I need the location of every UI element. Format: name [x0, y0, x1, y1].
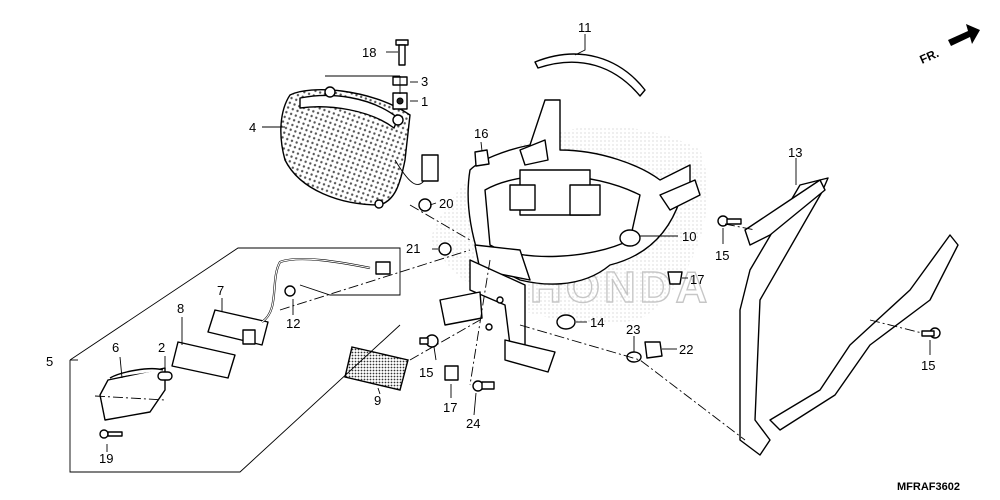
part-5-license-light-group [69, 247, 401, 473]
part-24-bolt [472, 380, 495, 392]
part-20-nut [418, 198, 432, 212]
harness-wire [261, 257, 391, 323]
part-17-clip-right [667, 271, 683, 285]
part-15-screw-right [921, 327, 941, 339]
callout-8: 8 [177, 301, 184, 316]
callout-7: 7 [217, 283, 224, 298]
callout-17-right: 17 [690, 272, 704, 287]
callout-10: 10 [682, 229, 696, 244]
callout-15-right: 15 [921, 358, 935, 373]
callout-11: 11 [578, 20, 592, 35]
callout-9: 9 [374, 393, 381, 408]
callout-23: 23 [626, 322, 640, 337]
front-direction-indicator: FR. [918, 24, 980, 67]
callout-2: 2 [158, 340, 165, 355]
callout-20: 20 [439, 196, 453, 211]
part-13-side-bracket [739, 177, 959, 456]
callout-15-left: 15 [715, 248, 729, 263]
callout-24: 24 [466, 416, 480, 431]
callout-17-lower: 17 [443, 400, 457, 415]
callout-15-lower: 15 [419, 365, 433, 380]
part-18-bolt [395, 39, 409, 66]
part-8-gasket [171, 341, 236, 379]
svg-text:FR.: FR. [918, 46, 941, 67]
callout-3: 3 [421, 74, 428, 89]
part-15-screw-left [717, 215, 742, 227]
leader-lines [106, 34, 931, 452]
callout-labels: 1 2 3 4 5 6 7 8 9 10 11 12 13 14 15 15 1… [46, 20, 935, 466]
callout-21: 21 [406, 241, 420, 256]
part-17-clip-lower [444, 365, 459, 381]
part-21-nut [438, 242, 452, 256]
callout-16: 16 [474, 126, 488, 141]
assembly-lines [94, 204, 923, 441]
part-1-grommet [392, 92, 408, 110]
part-2-bulb [157, 371, 173, 381]
front-arrow-icon [948, 24, 980, 46]
callout-19: 19 [99, 451, 113, 466]
callout-1: 1 [421, 94, 428, 109]
callout-5: 5 [46, 354, 53, 369]
part-12-clip [284, 285, 296, 297]
callout-6: 6 [112, 340, 119, 355]
part-16-clip [474, 149, 490, 167]
part-10-rear-fender [467, 99, 701, 285]
part-9-reflector [344, 346, 409, 391]
part-19-screw [99, 429, 123, 439]
drawing-code: MFRAF3602 [897, 481, 960, 493]
part-11-trim-strip [534, 53, 646, 97]
part-6-lamp-housing [99, 367, 166, 421]
callout-14: 14 [590, 315, 604, 330]
callout-18: 18 [362, 45, 376, 60]
part-22-nut [644, 341, 663, 359]
callout-12: 12 [286, 316, 300, 331]
callout-13: 13 [788, 145, 802, 160]
callout-22: 22 [679, 342, 693, 357]
callout-4: 4 [249, 120, 256, 135]
part-4-taillight [280, 86, 439, 209]
part-7-socket [207, 309, 269, 346]
part-15-screw-lower [419, 334, 439, 348]
part-14-grommet [556, 314, 576, 330]
license-bracket-assembly [439, 259, 556, 373]
